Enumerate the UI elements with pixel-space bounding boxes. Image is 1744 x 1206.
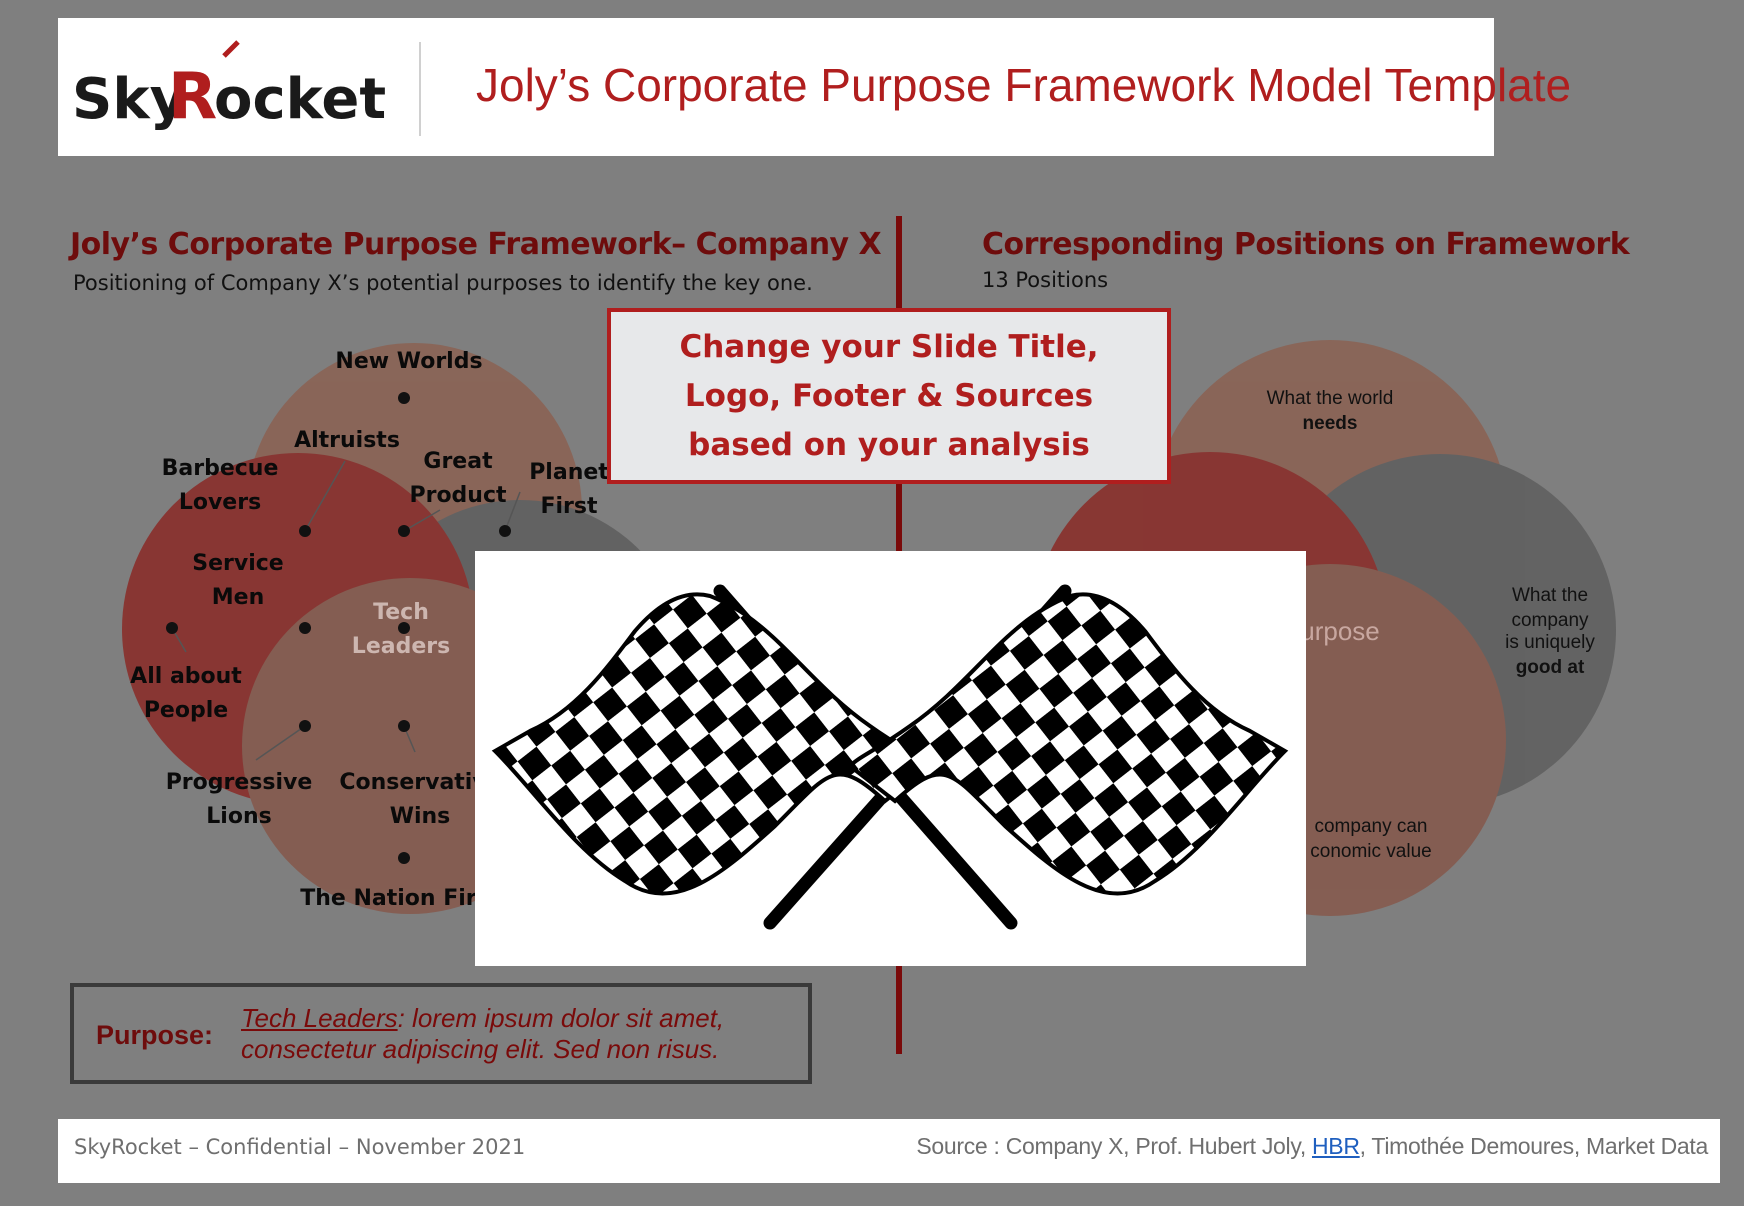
position-label-tech-leaders-line1: Tech bbox=[373, 600, 429, 625]
svg-text:ocket: ocket bbox=[214, 67, 386, 132]
slide-title: Joly’s Corporate Purpose Framework Model… bbox=[476, 59, 1572, 111]
right-section-title: Corresponding Positions on Framework bbox=[982, 227, 1630, 262]
position-label-great-product-line1: Great bbox=[423, 449, 493, 474]
position-label-tech-leaders-line2: Leaders bbox=[352, 634, 450, 659]
checkered-flags-icon bbox=[491, 584, 1289, 930]
position-label-all-about-people-line2: People bbox=[144, 698, 228, 723]
callout-text: Change your Slide Title, Logo, Footer & … bbox=[679, 328, 1099, 463]
framework-label-economic-line1: company can bbox=[1314, 816, 1427, 837]
position-label-progressive-lions-line2: Lions bbox=[206, 804, 271, 829]
framework-label-world-needs-line1: What the world bbox=[1267, 388, 1394, 409]
footer-sources: Source : Company X, Prof. Hubert Joly, H… bbox=[916, 1133, 1708, 1160]
header-divider bbox=[419, 42, 421, 136]
purpose-label: Purpose: bbox=[96, 1020, 214, 1050]
checkered-flags-image bbox=[475, 551, 1306, 966]
framework-label-economic-line2: conomic value bbox=[1310, 841, 1431, 862]
position-label-service-men-line1: Service bbox=[192, 551, 283, 576]
header-bar bbox=[58, 18, 1494, 156]
framework-label-good-at-line4: good at bbox=[1516, 657, 1585, 678]
purpose-text: Tech Leaders: lorem ipsum dolor sit amet… bbox=[241, 1003, 801, 1065]
position-label-progressive-lions-line1: Progressive bbox=[166, 770, 313, 795]
skyrocket-logo: Sky R ocket bbox=[72, 40, 386, 134]
svg-text:R: R bbox=[168, 60, 217, 134]
purpose-link[interactable]: Tech Leaders bbox=[241, 1003, 398, 1033]
framework-label-good-at-line1: What the bbox=[1512, 585, 1588, 606]
position-label-all-about-people-line1: All about bbox=[130, 664, 242, 689]
position-label-new-worlds: New Worlds bbox=[335, 349, 482, 374]
source-suffix: , Timothée Demoures, Market Data bbox=[1359, 1133, 1709, 1159]
position-label-barbecue-line1: Barbecue bbox=[162, 456, 279, 481]
position-label-conservative-wins-line2: Wins bbox=[390, 804, 451, 829]
framework-label-good-at-line2: company bbox=[1511, 610, 1589, 631]
purpose-description: : lorem ipsum dolor sit amet, consectetu… bbox=[241, 1003, 725, 1064]
position-label-service-men-line2: Men bbox=[212, 585, 264, 610]
position-label-conservative-wins-line1: Conservativ bbox=[339, 770, 487, 795]
left-section-title: Joly’s Corporate Purpose Framework– Comp… bbox=[70, 227, 882, 262]
position-label-great-product-line2: Product bbox=[409, 483, 507, 508]
position-label-nation-first: The Nation Firs bbox=[300, 886, 490, 911]
svg-text:Sky: Sky bbox=[72, 67, 186, 132]
instruction-callout: Change your Slide Title, Logo, Footer & … bbox=[607, 308, 1171, 484]
footer-bar bbox=[58, 1119, 1720, 1183]
left-section-subtitle: Positioning of Company X’s potential pur… bbox=[73, 271, 813, 295]
position-label-barbecue-line2: Lovers bbox=[179, 490, 261, 515]
framework-label-world-needs-line2: needs bbox=[1303, 413, 1358, 434]
position-label-planet-first-line2: First bbox=[540, 494, 598, 519]
purpose-box bbox=[70, 983, 812, 1084]
source-prefix: Source : Company X, Prof. Hubert Joly, bbox=[916, 1133, 1312, 1159]
footer-confidential: SkyRocket – Confidential – November 2021 bbox=[74, 1135, 526, 1159]
position-label-planet-first-line1: Planet bbox=[529, 460, 609, 485]
framework-label-good-at-line3: is uniquely bbox=[1505, 632, 1595, 653]
hbr-link[interactable]: HBR bbox=[1312, 1133, 1360, 1159]
position-label-altruists: Altruists bbox=[294, 428, 400, 453]
framework-label-purpose: urpose bbox=[1300, 616, 1380, 646]
right-section-subtitle: 13 Positions bbox=[982, 268, 1109, 292]
